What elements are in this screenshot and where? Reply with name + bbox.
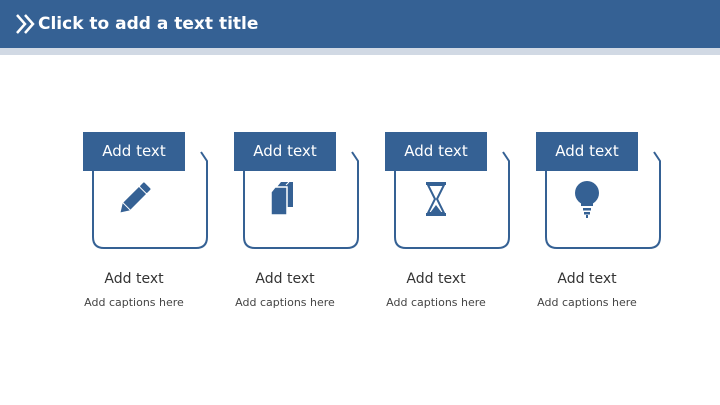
lightbulb-icon: [575, 181, 599, 218]
page-title[interactable]: Click to add a text title: [38, 14, 259, 34]
hourglass-icon: [426, 182, 446, 216]
card-frame: [394, 151, 510, 249]
card-label[interactable]: Add text: [385, 132, 487, 171]
card-caption: Add captions here: [84, 296, 184, 309]
feature-card-4: Add text Add text Add captions here: [527, 131, 679, 309]
card-heading: Add text: [255, 271, 315, 287]
card-label[interactable]: Add text: [234, 132, 336, 171]
card-label[interactable]: Add text: [83, 132, 185, 171]
card-heading: Add text: [557, 271, 617, 287]
card-frame: [243, 151, 359, 249]
pencil-icon: [120, 182, 151, 213]
card-label[interactable]: Add text: [536, 132, 638, 171]
header-divider: [0, 48, 720, 55]
feature-card-3: Add text Add text Add captions here: [376, 131, 528, 309]
feature-card-2: Add text Add text Add captions here: [225, 131, 377, 309]
documents-icon: [270, 181, 293, 216]
card-caption: Add captions here: [386, 296, 486, 309]
header-bar: Click to add a text title: [0, 0, 720, 48]
feature-card-1: Add text Add text Add captions here: [74, 131, 226, 309]
card-heading: Add text: [104, 271, 164, 287]
double-chevron-right-icon: [16, 14, 35, 34]
card-frame: [545, 151, 661, 249]
card-caption: Add captions here: [235, 296, 335, 309]
card-caption: Add captions here: [537, 296, 637, 309]
card-frame: [92, 151, 208, 249]
card-heading: Add text: [406, 271, 466, 287]
